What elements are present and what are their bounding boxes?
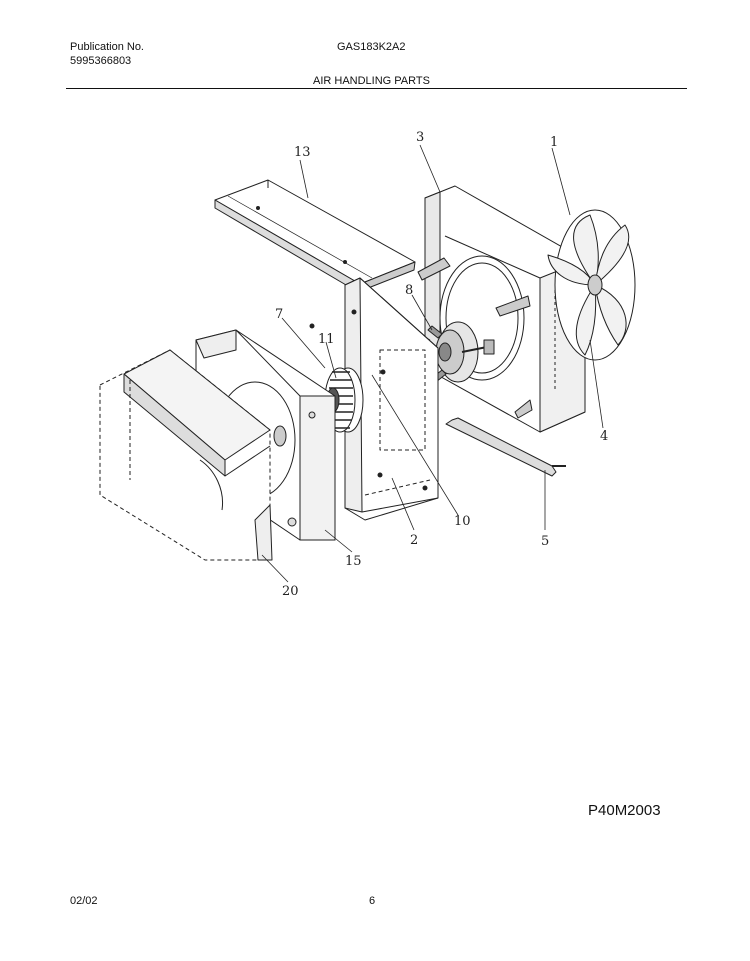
callout-11: 11	[318, 332, 335, 347]
callout-3: 3	[416, 130, 424, 145]
callout-4: 4	[600, 429, 608, 444]
part-7-screw	[309, 323, 315, 329]
drawing-code: P40M2003	[588, 802, 661, 819]
callout-13: 13	[294, 145, 311, 160]
header-rule	[66, 88, 687, 89]
page-number: 6	[369, 895, 376, 907]
callout-2: 2	[410, 533, 418, 548]
section-title: AIR HANDLING PARTS	[313, 75, 430, 87]
callout-15: 15	[345, 554, 362, 569]
model-number: GAS183K2A2	[337, 41, 406, 53]
callout-10: 10	[454, 514, 471, 529]
part-1-fan-blade	[547, 209, 636, 361]
leader-lines	[261, 144, 604, 583]
callout-20: 20	[282, 584, 299, 599]
callout-7: 7	[275, 307, 283, 322]
callout-1: 1	[550, 135, 558, 150]
callout-8: 8	[405, 283, 413, 298]
screw	[351, 309, 357, 315]
footer-date: 02/02	[70, 895, 98, 907]
callout-5: 5	[541, 534, 549, 549]
part-5-rod	[445, 417, 566, 477]
part-20-front-grille	[99, 349, 273, 561]
publication-label: Publication No.	[70, 41, 144, 53]
part-13-top-panel	[214, 179, 416, 293]
publication-number: 5995366803	[70, 55, 132, 67]
